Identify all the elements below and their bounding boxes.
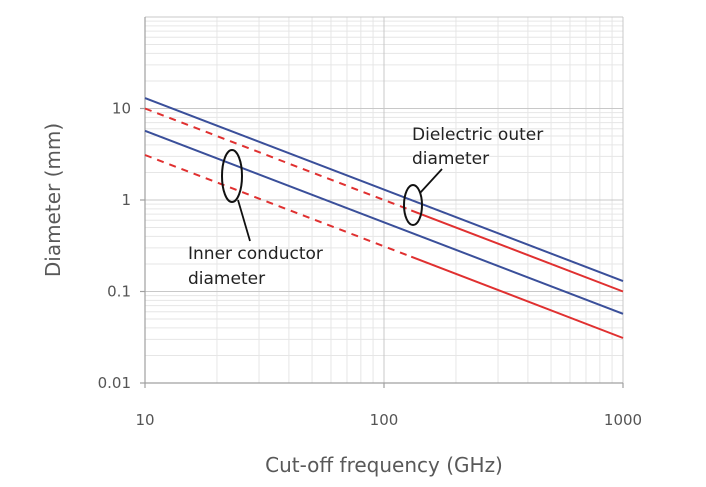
series-line — [144, 154, 412, 258]
x-tick-label: 10 — [135, 411, 154, 429]
tick-labels: 10 100 1000 0.01 0.1 1 10 — [98, 100, 643, 430]
series-line — [410, 209, 624, 293]
annotation-inner-line-1: Inner conductor — [188, 244, 323, 264]
annotation-inner-line-2: diameter — [188, 269, 265, 289]
x-axis-title: Cut-off frequency (GHz) — [265, 453, 503, 477]
series-line — [144, 107, 412, 212]
x-tick-label: 1000 — [604, 411, 642, 429]
annotation-ellipse-inner — [221, 149, 243, 203]
annotation-leader-dielectric — [419, 168, 443, 194]
series-line — [144, 97, 624, 283]
annotation-inner: Inner conductor diameter — [188, 149, 323, 289]
y-tick-label: 0.01 — [98, 374, 131, 392]
series-line — [410, 255, 624, 339]
y-tick-label: 10 — [112, 100, 131, 118]
x-tick-label: 100 — [370, 411, 399, 429]
y-tick-label: 1 — [121, 191, 131, 209]
annotation-dielectric-line-1: Dielectric outer — [412, 125, 543, 145]
annotation-ellipse-dielectric — [403, 184, 423, 226]
annotation-leader-inner — [237, 199, 251, 242]
annotation-dielectric: Dielectric outer diameter — [403, 125, 543, 226]
y-tick-label: 0.1 — [107, 283, 131, 301]
y-axis-title: Diameter (mm) — [41, 123, 65, 277]
chart-axes — [140, 17, 624, 388]
annotation-dielectric-line-2: diameter — [412, 149, 489, 169]
grid-major — [145, 16, 624, 383]
